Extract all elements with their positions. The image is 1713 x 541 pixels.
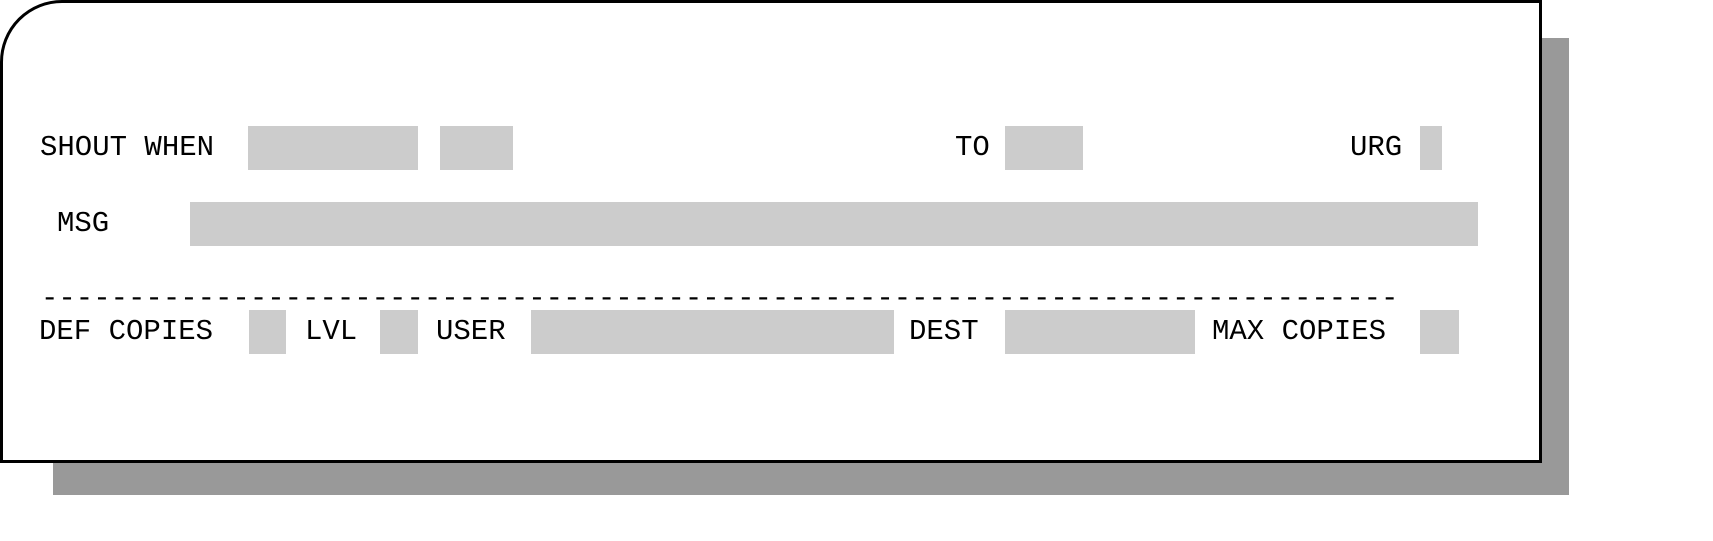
urg-field[interactable] <box>1420 126 1442 170</box>
to-label: TO <box>955 131 990 164</box>
max-copies-field[interactable] <box>1420 310 1459 354</box>
to-field[interactable] <box>1005 126 1083 170</box>
shout-when-label: SHOUT WHEN <box>40 131 215 164</box>
msg-field[interactable] <box>190 202 1478 246</box>
dest-field[interactable] <box>1005 310 1195 354</box>
lvl-field[interactable] <box>380 310 418 354</box>
def-copies-label: DEF COPIES <box>39 315 214 348</box>
def-copies-field[interactable] <box>249 310 286 354</box>
shout-when-field[interactable] <box>248 126 418 170</box>
user-label: USER <box>436 315 506 348</box>
dest-label: DEST <box>909 315 979 348</box>
msg-label: MSG <box>57 207 110 240</box>
lvl-label: LVL <box>305 315 358 348</box>
user-field[interactable] <box>531 310 894 354</box>
shout-when-time-field[interactable] <box>440 126 513 170</box>
shout-form-panel: SHOUT WHEN TO URG MSG ------------------… <box>0 0 1542 463</box>
urg-label: URG <box>1350 131 1403 164</box>
max-copies-label: MAX COPIES <box>1212 315 1387 348</box>
dashed-separator: ----------------------------------------… <box>41 282 1399 315</box>
